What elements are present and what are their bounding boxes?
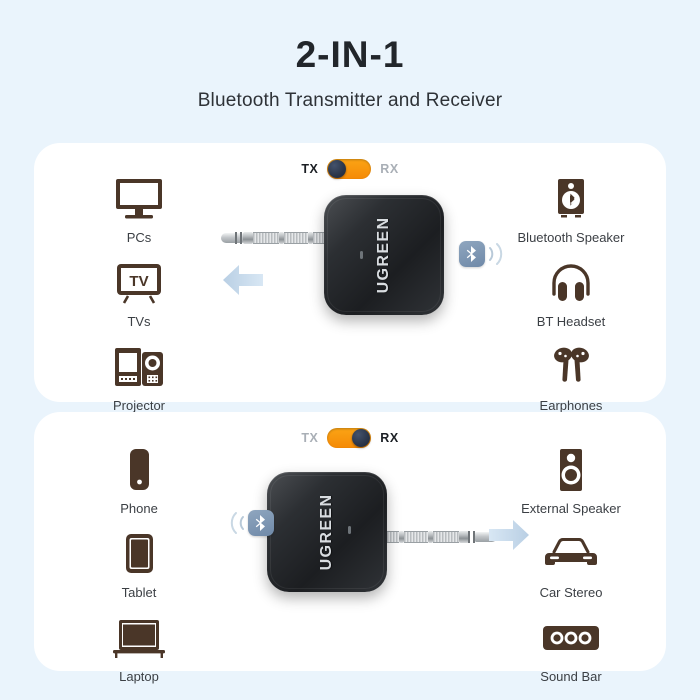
list-item-label: Tablet <box>121 585 157 600</box>
list-item: Tablet <box>80 526 198 600</box>
list-item-label: Bluetooth Speaker <box>517 230 625 245</box>
bluetooth-speaker-icon <box>543 171 599 227</box>
tx-output-device-list: Bluetooth Speaker BT Headset <box>512 171 630 413</box>
list-item-label: External Speaker <box>521 501 621 516</box>
list-item: Car Stereo <box>512 526 630 600</box>
rx-output-device-list: External Speaker Car Stereo <box>512 442 630 684</box>
signal-waves-icon <box>489 243 503 265</box>
page-subtitle: Bluetooth Transmitter and Receiver <box>197 90 503 111</box>
list-item: Laptop <box>80 610 198 684</box>
list-item: Projector <box>80 339 198 413</box>
toggle-label-tx: TX <box>301 431 319 445</box>
list-item: Bluetooth Speaker <box>512 171 630 245</box>
toggle-label-rx: RX <box>380 162 399 176</box>
list-item-label: Projector <box>112 398 166 413</box>
header: 2-IN-1 Bluetooth Transmitter and Receive… <box>0 0 700 112</box>
tx-device-stage: UGREEN <box>209 195 503 385</box>
tv-icon: TV <box>111 255 167 311</box>
list-item-label: Sound Bar <box>540 669 602 684</box>
list-item-label: Earphones <box>539 398 603 413</box>
bluetooth-icon <box>248 510 274 536</box>
list-item-label: TVs <box>127 314 151 329</box>
list-item-label: Laptop <box>119 669 159 684</box>
earbuds-icon <box>543 339 599 395</box>
list-item: BT Headset <box>512 255 630 329</box>
signal-direction-arrow-right <box>487 518 531 557</box>
bluetooth-signal-indicator <box>459 241 508 267</box>
signal-waves-icon <box>230 512 244 534</box>
car-icon <box>541 526 601 582</box>
list-item: Sound Bar <box>512 610 630 684</box>
tx-rx-toggle-group-rx[interactable]: TX RX <box>34 428 666 448</box>
headset-icon <box>543 255 599 311</box>
list-item-label: PCs <box>126 230 152 245</box>
rx-device-stage: UGREEN <box>209 464 529 654</box>
list-item: Earphones <box>512 339 630 413</box>
mode-switch-tx[interactable] <box>327 159 372 179</box>
list-item: TV TVs <box>80 255 198 329</box>
projector-camera-icon <box>111 339 167 395</box>
tx-source-device-list: PCs TV TVs <box>80 171 198 413</box>
tx-rx-toggle-group-tx[interactable]: TX RX <box>34 159 666 179</box>
page-title: 2-IN-1 <box>295 34 405 75</box>
tablet-icon <box>111 526 167 582</box>
list-item: External Speaker <box>512 442 630 516</box>
bluetooth-adapter-device: UGREEN <box>324 195 444 315</box>
sound-bar-icon <box>540 610 602 666</box>
audio-jack-cable <box>361 526 497 548</box>
rx-source-device-list: Phone Tablet <box>80 442 198 684</box>
list-item-label: Car Stereo <box>539 585 603 600</box>
bluetooth-icon <box>459 241 485 267</box>
list-item: PCs <box>80 171 198 245</box>
switch-knob <box>328 160 347 178</box>
status-led-icon <box>360 251 363 259</box>
list-item-label: Phone <box>120 501 158 516</box>
panel-transmitter-mode: TX RX PCs <box>34 143 666 413</box>
switch-knob <box>352 429 371 447</box>
mode-switch-rx[interactable] <box>327 428 372 448</box>
status-led-icon <box>348 526 351 534</box>
signal-direction-arrow-left <box>221 263 265 302</box>
toggle-label-tx: TX <box>301 162 319 176</box>
external-speaker-icon <box>543 442 599 498</box>
monitor-icon <box>111 171 167 227</box>
list-item: Phone <box>80 442 198 516</box>
list-item-label: BT Headset <box>536 314 606 329</box>
phone-icon <box>111 442 167 498</box>
bluetooth-adapter-device: UGREEN <box>267 472 387 592</box>
ugreen-brand-logo: UGREEN <box>318 493 335 571</box>
laptop-icon <box>110 610 168 666</box>
svg-text:TV: TV <box>129 273 148 290</box>
panel-receiver-mode: TX RX Phone <box>34 412 666 684</box>
toggle-label-rx: RX <box>380 431 399 445</box>
ugreen-brand-logo: UGREEN <box>375 216 392 294</box>
bluetooth-signal-indicator <box>225 510 274 536</box>
